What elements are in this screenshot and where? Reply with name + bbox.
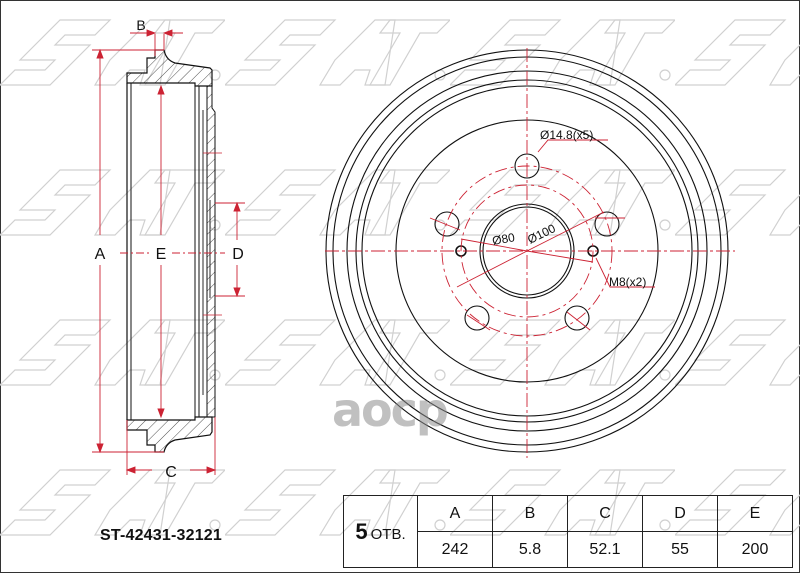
threaded-holes-annotation: M8(x2) [609, 275, 646, 289]
holes-count: 5 [355, 518, 368, 544]
center-bore-annotation: Ø80 [491, 230, 516, 248]
side-section-view: A E D B C [92, 17, 245, 481]
value-b: 5.8 [492, 531, 568, 568]
dim-label-c: C [165, 464, 177, 481]
header-b: B [492, 495, 568, 532]
dim-label-d: D [232, 246, 244, 263]
dim-label-b: B [136, 17, 145, 33]
value-d: 55 [642, 531, 718, 568]
front-view: Ø14.8(x5) Ø80 Ø100 M8(x2) [325, 48, 735, 458]
header-c: C [567, 495, 643, 532]
value-a: 242 [417, 531, 493, 568]
header-d: D [642, 495, 718, 532]
aocp-watermark: aocp [332, 383, 449, 437]
value-e: 200 [717, 531, 793, 568]
holes-label: ОТВ. [370, 525, 406, 543]
dim-label-a: A [95, 246, 106, 263]
stud-holes-annotation: Ø14.8(x5) [540, 128, 593, 142]
pcd-annotation: Ø100 [525, 221, 558, 247]
spec-value-row: 242 5.8 52.1 55 200 [344, 531, 793, 568]
header-e: E [717, 495, 793, 532]
header-a: A [417, 495, 493, 532]
part-number: ST-42431-32121 [100, 527, 223, 544]
value-c: 52.1 [567, 531, 643, 568]
dim-label-e: E [156, 246, 167, 263]
